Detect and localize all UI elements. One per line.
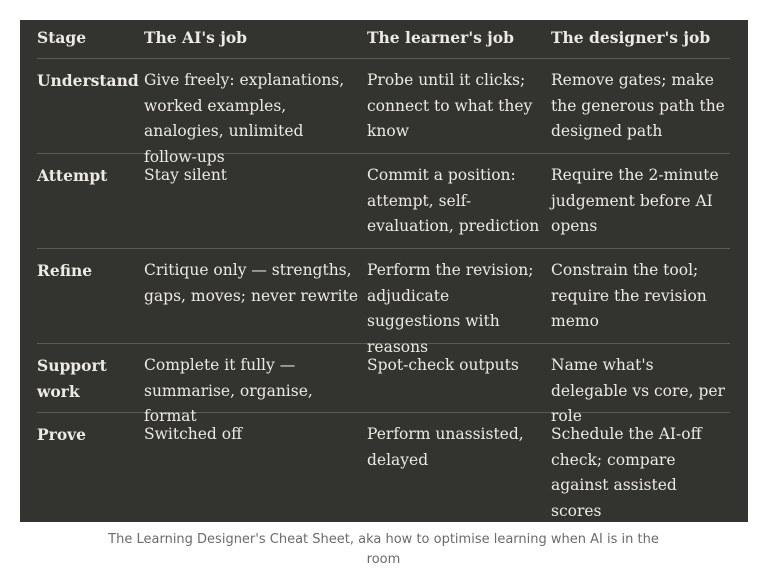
designer-job-cell: Require the 2-minute judgement before AI… [551, 166, 719, 235]
table-row: Understand Give freely: explanations, wo… [37, 59, 730, 166]
stage-cell: Support work [37, 356, 107, 401]
learner-job-cell: Perform unassisted, delayed [367, 425, 524, 469]
learner-job-cell: Spot-check outputs [367, 356, 519, 374]
figure-caption: The Learning Designer's Cheat Sheet, aka… [108, 532, 659, 567]
stage-cell: Attempt [37, 166, 108, 185]
ai-job-cell: Critique only — strengths, gaps, moves; … [144, 261, 358, 305]
table-row: Attempt Stay silent Commit a position: a… [37, 154, 730, 249]
learner-job-cell: Commit a position: attempt, self-evaluat… [367, 166, 540, 235]
cheat-sheet-figure: Stage The AI's job The learner's job The… [20, 20, 748, 522]
ai-job-cell: Stay silent [144, 166, 228, 184]
stage-cell: Understand [37, 71, 139, 90]
ai-job-cell: Switched off [144, 425, 243, 443]
header-stage: Stage [37, 28, 87, 47]
stage-cell: Refine [37, 261, 93, 280]
designer-job-cell: Constrain the tool; require the revision… [551, 261, 707, 330]
designer-job-cell: Remove gates; make the generous path the… [551, 71, 725, 140]
header-ai-job: The AI's job [144, 28, 247, 47]
designer-job-cell: Name what's delegable vs core, per role [551, 356, 725, 425]
header-designer-job: The designer's job [551, 28, 711, 47]
stage-cell: Prove [37, 425, 87, 444]
learner-job-cell: Perform the revision; adjudicate suggest… [367, 261, 534, 356]
header-learner-job: The learner's job [367, 28, 514, 47]
table-row: Refine Critique only — strengths, gaps, … [37, 249, 730, 356]
ai-job-cell: Complete it fully — summarise, organise,… [144, 356, 313, 425]
cheat-sheet-table: Stage The AI's job The learner's job The… [37, 20, 730, 520]
designer-job-cell: Schedule the AI-off check; compare again… [551, 425, 702, 520]
learner-job-cell: Probe until it clicks; connect to what t… [367, 71, 533, 140]
table-row: Prove Switched off Perform unassisted, d… [37, 413, 730, 520]
ai-job-cell: Give freely: explanations, worked exampl… [144, 71, 345, 166]
table-header-row: Stage The AI's job The learner's job The… [37, 20, 730, 59]
table-row: Support work Complete it fully — summari… [37, 344, 730, 425]
